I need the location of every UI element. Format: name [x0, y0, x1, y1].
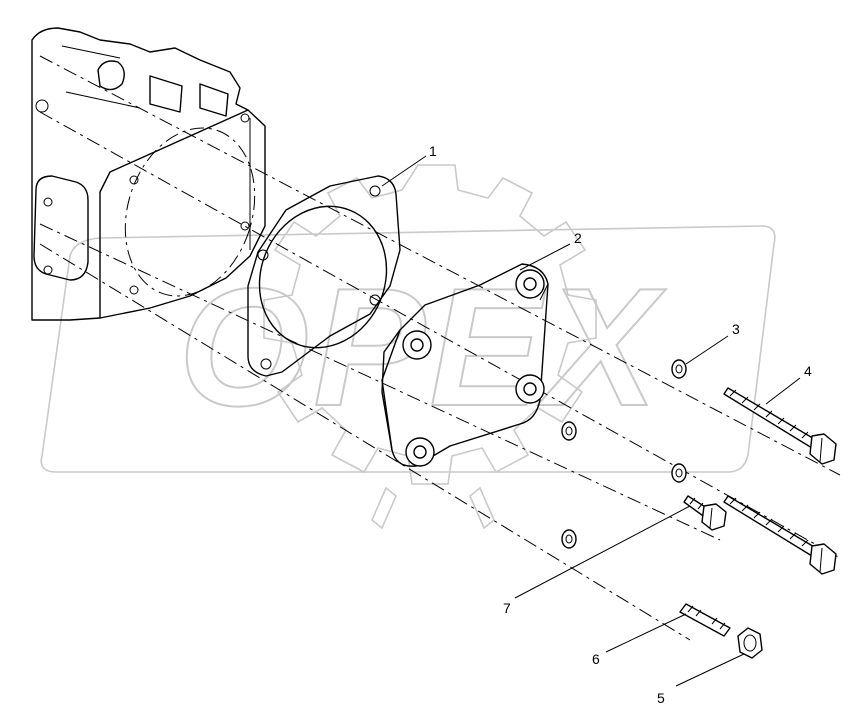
leader-lines: [381, 155, 801, 687]
callout-6: 6: [592, 651, 600, 667]
part-3-washers: [561, 359, 687, 549]
part-5-nut: [737, 627, 763, 659]
part-2-cover-plate: [381, 263, 549, 467]
pump-housing: [31, 27, 266, 321]
assembly-centerlines: [39, 55, 841, 641]
callout-2: 2: [574, 230, 582, 246]
watermark-banner: [40, 225, 776, 473]
callout-5: 5: [657, 690, 665, 706]
part-7-short-bolt: [683, 495, 727, 531]
part-4-long-bolts: [723, 387, 837, 575]
callout-4: 4: [804, 363, 812, 379]
callout-7: 7: [503, 600, 511, 616]
callout-3: 3: [732, 321, 740, 337]
callout-1: 1: [429, 143, 437, 159]
watermark-gear: [263, 164, 597, 530]
part-6-stud: [679, 603, 731, 637]
part-1-gasket: [247, 175, 401, 377]
